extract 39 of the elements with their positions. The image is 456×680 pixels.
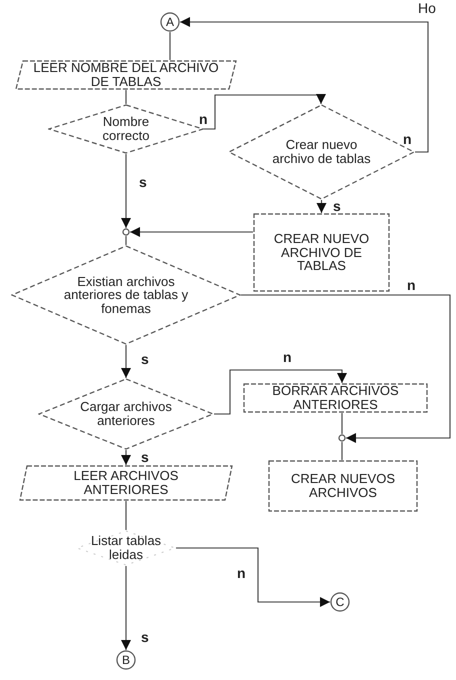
node-text: Nombre correcto [102, 115, 150, 143]
node-text: A [166, 16, 174, 28]
connector-arrow [121, 450, 131, 465]
connector-arrow [176, 547, 330, 607]
connector-arrow [214, 369, 347, 415]
node-text: CREAR NUEVOS ARCHIVOS [290, 472, 396, 500]
connector-circle [116, 650, 136, 670]
connector-arrow [316, 200, 326, 213]
node-text: LEER ARCHIVOS ANTERIORES [72, 469, 180, 497]
decision-diamond [38, 378, 214, 450]
connector-arrow [121, 345, 131, 378]
connector-arrow [241, 294, 451, 443]
process-box [268, 460, 418, 512]
input-parallelogram [15, 60, 237, 90]
node-text: Existian archivos anteriores de tablas y fonemas [62, 274, 190, 316]
process-box [253, 213, 390, 292]
connector-arrow [121, 154, 131, 228]
node-text: Listar tablas leidas [90, 534, 162, 562]
connector-arrow [130, 227, 253, 237]
connector-circle [160, 12, 180, 32]
node-text: LEER NOMBRE DEL ARCHIVO DE TABLAS [32, 61, 220, 89]
connector-arrow [121, 566, 131, 650]
connector-arrow [204, 94, 326, 130]
decision-diamond [76, 530, 176, 566]
node-text: BORRAR ARCHIVOS ANTERIORES [271, 384, 400, 412]
decision-diamond [11, 245, 241, 345]
node-text: Crear nuevo archivo de tablas [271, 138, 372, 166]
decision-diamond [228, 104, 415, 200]
connector-arrow [180, 17, 429, 153]
page-label: Ho [418, 0, 436, 18]
node-text: Cargar archivos anteriores [79, 400, 173, 428]
junction-dot [122, 228, 130, 236]
input-parallelogram [19, 465, 233, 501]
connector-circle [330, 592, 350, 612]
node-text: B [122, 654, 130, 666]
node-text: C [336, 596, 344, 608]
junction-dot [338, 434, 346, 442]
process-box [243, 383, 428, 413]
node-text: CREAR NUEVO ARCHIVO DE TABLAS [272, 232, 370, 273]
